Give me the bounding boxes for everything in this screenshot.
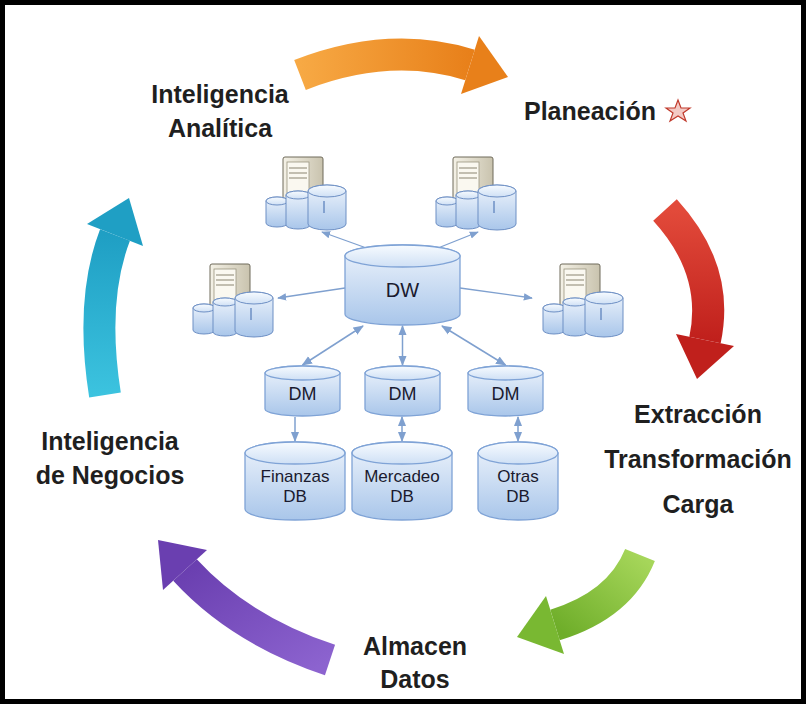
- connector-arrow: [303, 326, 364, 365]
- cylinder-cap: [468, 366, 543, 380]
- server-link: [460, 288, 532, 298]
- connector-arrow: [442, 326, 506, 365]
- cycle-arrow-head: [158, 540, 207, 590]
- cycle-stage-label: Extracción Transformación Carga: [598, 392, 798, 527]
- cylinder-body: [352, 442, 452, 520]
- node-text: DM: [476, 384, 536, 405]
- database-cylinder: Otras DB: [478, 442, 558, 520]
- database-cylinder: Finanzas DB: [245, 442, 345, 520]
- cycle-arrow-head: [87, 198, 143, 246]
- node-text: Mercadeo DB: [361, 467, 443, 506]
- node-text: DM: [373, 384, 433, 405]
- node-text: DM: [273, 384, 333, 405]
- cylinder-cap: [265, 366, 340, 380]
- server-icon: [193, 264, 273, 337]
- node-text: DW: [353, 279, 453, 302]
- node-text: Otras DB: [493, 467, 543, 506]
- cylinder-cap: [478, 442, 558, 464]
- cylinder-body: [265, 366, 340, 416]
- database-cylinder: Mercadeo DB: [352, 442, 452, 520]
- cylinder-cap: [365, 366, 440, 380]
- cycle-arrow-head: [676, 334, 734, 379]
- connector-arrow: [517, 417, 519, 441]
- datamart-cylinder: DM: [265, 366, 340, 416]
- cycle-arrow-head: [461, 36, 508, 94]
- cycle-arrows: [87, 36, 734, 660]
- cycle-stage-label: Almacen Datos: [355, 630, 475, 695]
- cylinder-cap: [245, 442, 345, 464]
- frame: [3, 3, 804, 702]
- cycle-stage-label: Inteligencia Analítica: [140, 78, 300, 146]
- cycle-arrow-head: [517, 596, 564, 654]
- cycle-arrow: [665, 210, 708, 340]
- node-text: Finanzas DB: [255, 467, 335, 506]
- server-link: [278, 288, 345, 298]
- server-icon: [436, 157, 516, 230]
- connector-arrow: [294, 417, 296, 441]
- cycle-arrow: [555, 555, 640, 625]
- cycle-arrow: [300, 55, 470, 75]
- cycle-arrow: [99, 235, 115, 395]
- cycle-arrow: [185, 570, 330, 660]
- datamart-cylinder: DM: [468, 366, 543, 416]
- warehouse-cylinder: DW: [345, 245, 460, 325]
- cylinder-body: [478, 442, 558, 520]
- server-icon: [543, 264, 623, 337]
- connector-arrow: [402, 326, 404, 365]
- server-icon: [266, 157, 346, 230]
- cylinder-cap: [352, 442, 452, 464]
- star-symbol: [666, 100, 690, 121]
- cylinder-cap: [345, 245, 460, 267]
- cycle-stage-label: Inteligencia de Negocios: [30, 425, 190, 493]
- cycle-stage-label: Planeación: [515, 95, 665, 128]
- datamart-cylinder: DM: [365, 366, 440, 416]
- connector-arrow: [401, 417, 403, 441]
- cylinder-body: [245, 442, 345, 520]
- cylinder-body: [365, 366, 440, 416]
- cylinder-body: [345, 245, 460, 325]
- cylinder-body: [468, 366, 543, 416]
